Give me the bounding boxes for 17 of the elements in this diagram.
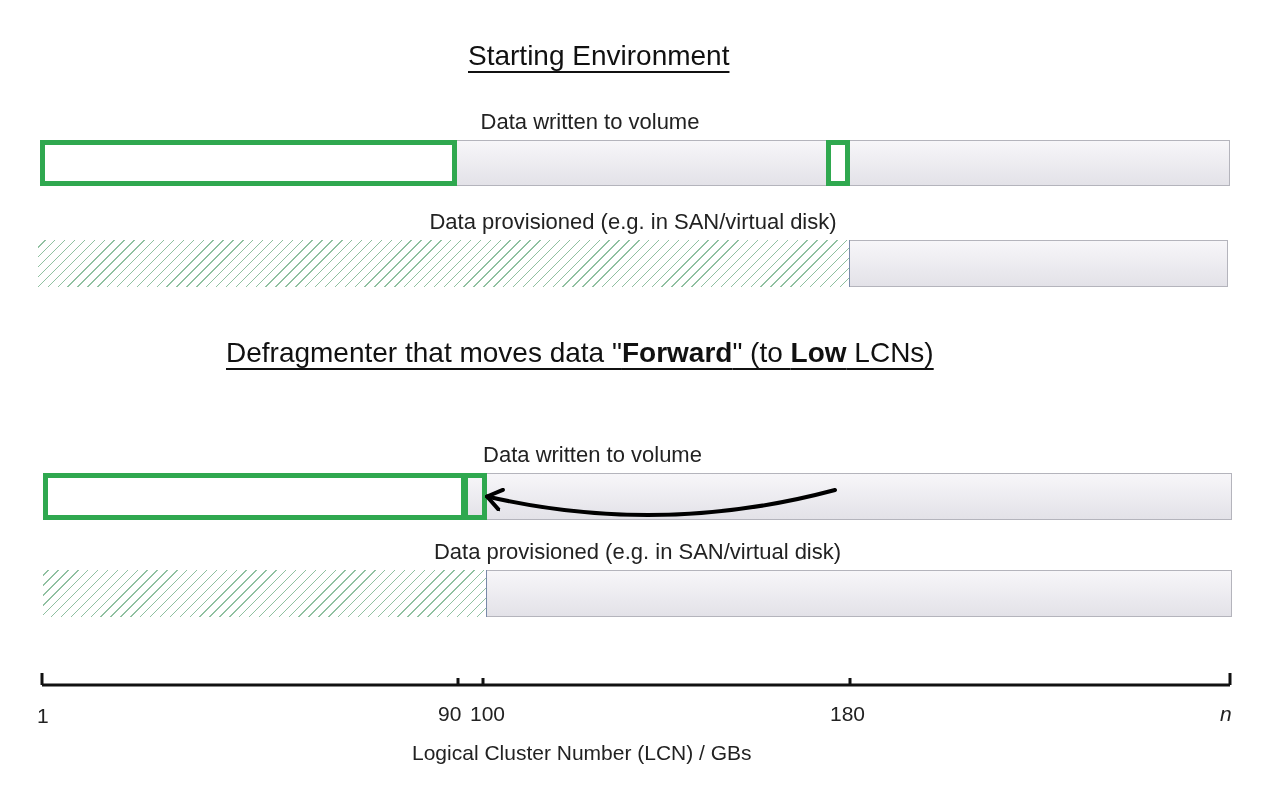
tick-label: 100 bbox=[470, 702, 506, 726]
data-block bbox=[40, 140, 457, 186]
data-block bbox=[463, 473, 487, 520]
axis-title: Logical Cluster Number (LCN) / GBs bbox=[412, 741, 752, 765]
data-block bbox=[43, 473, 466, 520]
bar-label: Data provisioned (e.g. in SAN/virtual disk) bbox=[432, 539, 843, 565]
bar-label: Data provisioned (e.g. in SAN/virtual disk) bbox=[428, 209, 838, 235]
bar-label: Data written to volume bbox=[482, 442, 703, 468]
tick-label: n bbox=[1220, 702, 1232, 726]
tick-label: 180 bbox=[830, 702, 866, 726]
section-heading: Starting Environment bbox=[468, 40, 730, 72]
move-arrow bbox=[485, 487, 837, 517]
data-block bbox=[826, 140, 850, 186]
tick-label: 1 bbox=[37, 704, 49, 728]
tick-label: 90 bbox=[438, 702, 462, 726]
bar-label: Data written to volume bbox=[479, 109, 701, 135]
section-heading: Defragmenter that moves data "Forward" (to Low LCNs) bbox=[226, 337, 934, 369]
